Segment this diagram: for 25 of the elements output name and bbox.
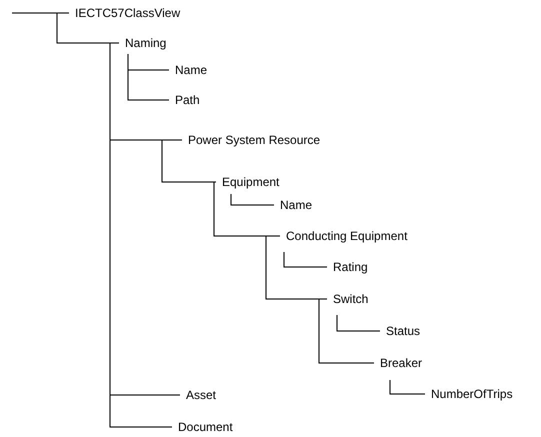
- tree-label: Document: [178, 419, 233, 435]
- tree-connector: [284, 252, 328, 268]
- tree-label: IECTC57ClassView: [75, 5, 180, 21]
- tree-label: Status: [386, 323, 420, 339]
- tree-connector: [214, 182, 280, 236]
- tree-label: Name: [175, 62, 208, 78]
- tree-connector: [230, 194, 274, 206]
- tree-connector: [390, 380, 426, 394]
- tree-label: Asset: [186, 387, 216, 403]
- tree-label: Breaker: [380, 355, 422, 371]
- tree-label: NumberOfTrips: [431, 386, 513, 402]
- tree-label: Path: [175, 92, 200, 108]
- tree-label: Power System Resource: [188, 132, 320, 148]
- tree-connector: [12, 12, 70, 14]
- tree-label: Name: [280, 197, 312, 213]
- tree-label: Switch: [333, 291, 368, 307]
- tree-label: Rating: [333, 259, 368, 275]
- tree-label: Conducting Equipment: [286, 228, 408, 244]
- tree-label: Naming: [125, 35, 166, 51]
- tree-connector: [128, 54, 170, 100]
- tree-connector: [266, 236, 328, 300]
- tree-label: Equipment: [222, 174, 280, 190]
- tree-connector: [162, 140, 216, 182]
- tree-connector: [318, 298, 374, 364]
- tree-connector: [336, 314, 380, 332]
